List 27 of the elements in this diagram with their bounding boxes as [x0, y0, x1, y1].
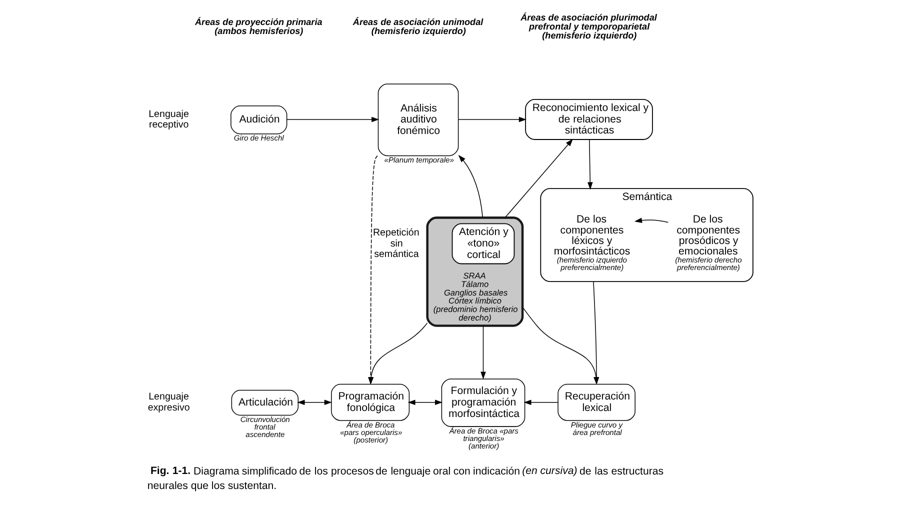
caption: Fig. 1-1. Diagrama simplificado de los procesos de lenguaje oral con indicación (en cursiva) de las estructuras neurales que los sustentan. — [147, 464, 664, 492]
node-text: De los componentes prosódicos y emocionales (hemisferio derecho preferencialmente) — [675, 214, 742, 272]
label: Lenguaje receptivo — [148, 108, 189, 130]
label: Áreas de asociación unimodal (hemisferio izquierdo) — [352, 17, 484, 36]
node-label: Giro de Heschl — [234, 134, 284, 143]
node-label: «Planum temporale» — [384, 156, 454, 165]
arrow — [524, 400, 558, 406]
node-box: Reconocimiento lexical y de relaciones sintácticas — [525, 99, 653, 140]
arrow — [458, 154, 484, 218]
node-label: Pliegue curvo y área prefrontal — [570, 420, 622, 437]
arrow — [408, 400, 443, 406]
label: Lenguaje expresivo — [148, 392, 190, 414]
arrow — [504, 138, 573, 218]
arrow — [286, 116, 380, 122]
node-text: De los componentes léxicos y morfosintácticos (hemisferio izquierdo preferencialmente) — [554, 214, 630, 272]
node-label: Área de Broca «pars opercularis» (posterior) — [340, 420, 402, 444]
node-box: Atención y «tono» cortical — [452, 223, 515, 264]
arrow — [588, 139, 593, 190]
edge-label: Repetición sin semántica — [372, 228, 420, 260]
arrow — [458, 116, 526, 122]
label: Áreas de asociación plurimodal prefrontal y temporoparietal (hemisferio izquierdo) — [520, 12, 657, 41]
arrow — [480, 325, 486, 380]
node-label: Circunvolución frontal ascendente — [240, 415, 290, 440]
arrow — [297, 400, 332, 406]
label: Áreas de proyección primaria (ambos hemisferios) — [195, 17, 322, 36]
node-label: Área de Broca «pars triangularis» (anterior) — [449, 426, 518, 450]
arrow — [634, 218, 669, 223]
